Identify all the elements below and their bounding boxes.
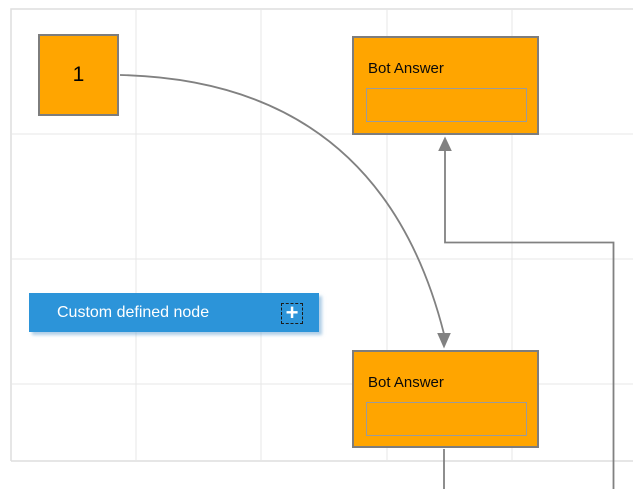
page-border-top-left (10, 8, 633, 461)
plus-icon: + (285, 299, 299, 325)
node-title: Bot Answer (368, 60, 444, 77)
node-start[interactable]: 1 (38, 34, 119, 116)
page-boundary (10, 8, 633, 462)
node-title: Bot Answer (368, 374, 444, 391)
arrowhead-up-icon (438, 136, 452, 151)
node-custom-defined[interactable]: Custom defined node + (29, 293, 319, 332)
answer-input[interactable] (366, 88, 527, 122)
node-bot-answer-bottom[interactable]: Bot Answer (352, 350, 539, 448)
add-node-button[interactable]: + (281, 299, 303, 325)
connector-curved[interactable] (119, 74, 451, 349)
node-bot-answer-top[interactable]: Bot Answer (352, 36, 539, 135)
connector-curved-path[interactable] (119, 74, 445, 335)
connector-ortho-path[interactable] (444, 150, 615, 489)
answer-input[interactable] (366, 402, 527, 436)
node-custom-label: Custom defined node (57, 303, 210, 321)
arrowhead-down-icon (437, 333, 451, 349)
connector-orthogonal[interactable] (438, 136, 615, 489)
node-start-label: 1 (72, 63, 85, 86)
